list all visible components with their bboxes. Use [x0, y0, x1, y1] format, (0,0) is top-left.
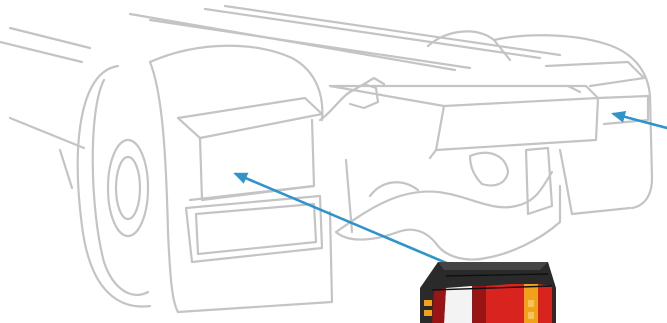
left-lamp-pointer-arrow: [236, 174, 463, 270]
left-wheel: [78, 66, 150, 306]
lamp-cable: [320, 78, 384, 120]
undercarriage: [336, 148, 560, 260]
rear-underrun-bar: [330, 86, 598, 158]
chassis-rails: [0, 6, 560, 188]
right-lamp-pointer-arrow: [614, 114, 667, 128]
rear-combination-lamp-icon: [420, 262, 556, 323]
left-mudguard: [150, 46, 332, 312]
truck-rear-outline-icon: [0, 6, 652, 312]
